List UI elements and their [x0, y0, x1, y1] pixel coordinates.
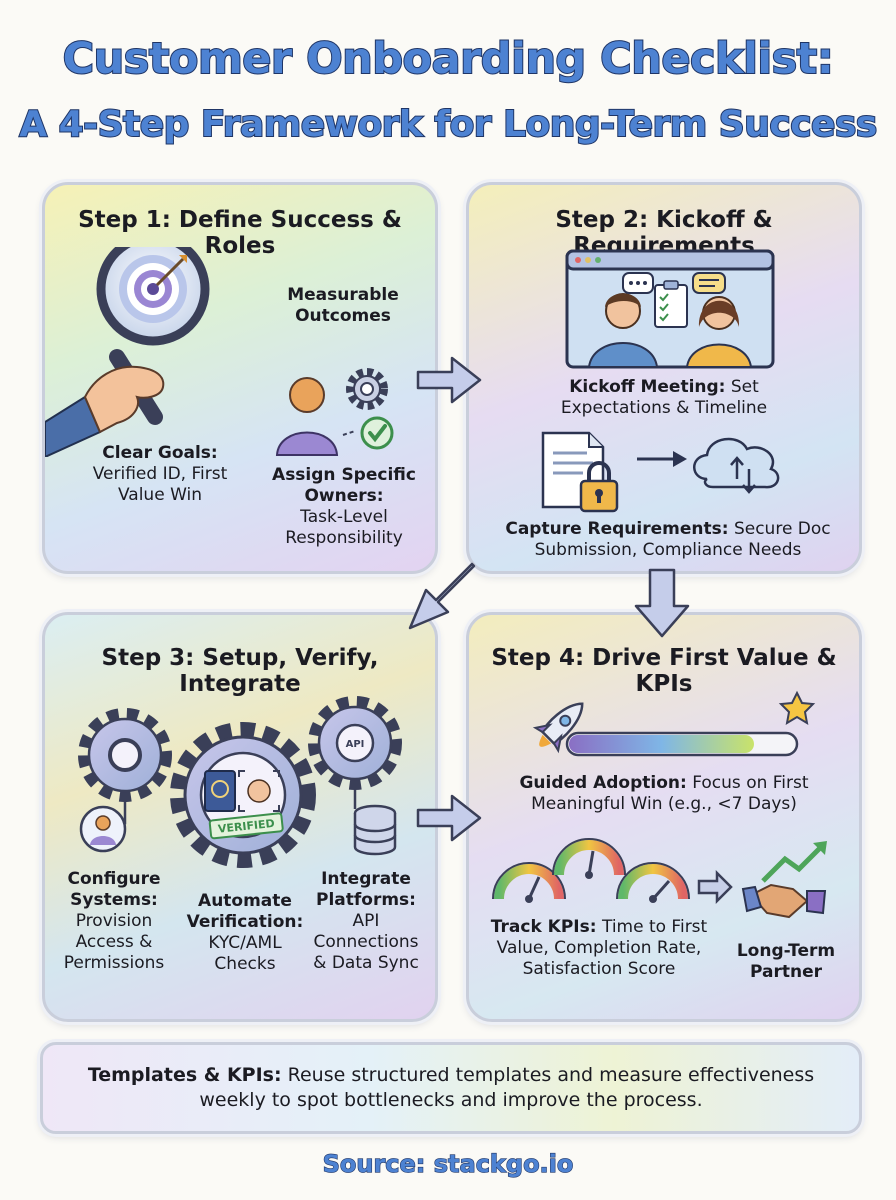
step-4-title: Step 4: Drive First Value & KPIs	[491, 645, 837, 697]
templates-kpis-banner: Templates & KPIs: Reuse structured templ…	[40, 1042, 862, 1134]
owner-gear-check-icon	[275, 368, 394, 456]
verified-stamp: VERIFIED	[217, 817, 275, 836]
adoption-progress-fill	[569, 735, 754, 753]
step-3-card: Step 3: Setup, Verify, Integrate	[42, 612, 438, 1022]
arrow-step2-to-step4	[634, 568, 690, 638]
step-1-title: Step 1: Define Success & Roles	[78, 207, 402, 259]
step-2-card: Step 2: Kickoff & Requirements Kickoff M…	[466, 182, 862, 574]
video-call-icon	[565, 249, 775, 369]
banner-text: Templates & KPIs: Reuse structured templ…	[87, 1064, 815, 1111]
kpi-gauges-icon	[492, 838, 827, 919]
step-3-title: Step 3: Setup, Verify, Integrate	[101, 645, 379, 697]
measurable-outcomes-text: Measurable Outcomes	[287, 285, 399, 326]
automate-verification-text: Automate Verification:KYC/AML Checks	[186, 891, 304, 974]
step-1-card: Step 1: Define Success & Roles Measurabl…	[42, 182, 438, 574]
capture-requirements-text: Capture Requirements: Secure Doc Submiss…	[505, 519, 831, 560]
long-term-partner-text: Long-Term Partner	[736, 941, 836, 982]
secure-doc-upload-icon	[541, 431, 780, 513]
magnifier-target-icon	[45, 247, 210, 457]
source-credit: Source: stackgo.io	[322, 1149, 574, 1178]
api-label: API	[346, 739, 365, 750]
arrow-step3-to-step4	[416, 794, 482, 842]
page-subtitle: A 4-Step Framework for Long-Term Success	[18, 103, 878, 146]
integrate-platforms-text: Integrate Platforms:API Connections & Da…	[313, 869, 419, 973]
guided-adoption-text: Guided Adoption: Focus on First Meaningf…	[519, 773, 809, 814]
setup-gears-icon: VERIFIED API	[78, 696, 402, 868]
arrow-step2-to-step3	[408, 562, 476, 630]
arrow-step1-to-step2	[416, 356, 482, 404]
rocket-progress-icon	[532, 690, 816, 757]
step-4-card: Step 4: Drive First Value & KPIs Guided …	[466, 612, 862, 1022]
configure-systems-text: Configure Systems:Provision Access & Per…	[63, 869, 165, 973]
clear-goals-text: Clear Goals:Verified ID, First Value Win	[92, 443, 228, 505]
page-title: Customer Onboarding Checklist:	[62, 33, 835, 85]
track-kpis-text: Track KPIs: Time to First Value, Complet…	[490, 917, 708, 979]
assign-owners-text: Assign Specific Owners:Task-Level Respon…	[272, 465, 416, 548]
kickoff-meeting-text: Kickoff Meeting: Set Expectations & Time…	[560, 377, 768, 418]
